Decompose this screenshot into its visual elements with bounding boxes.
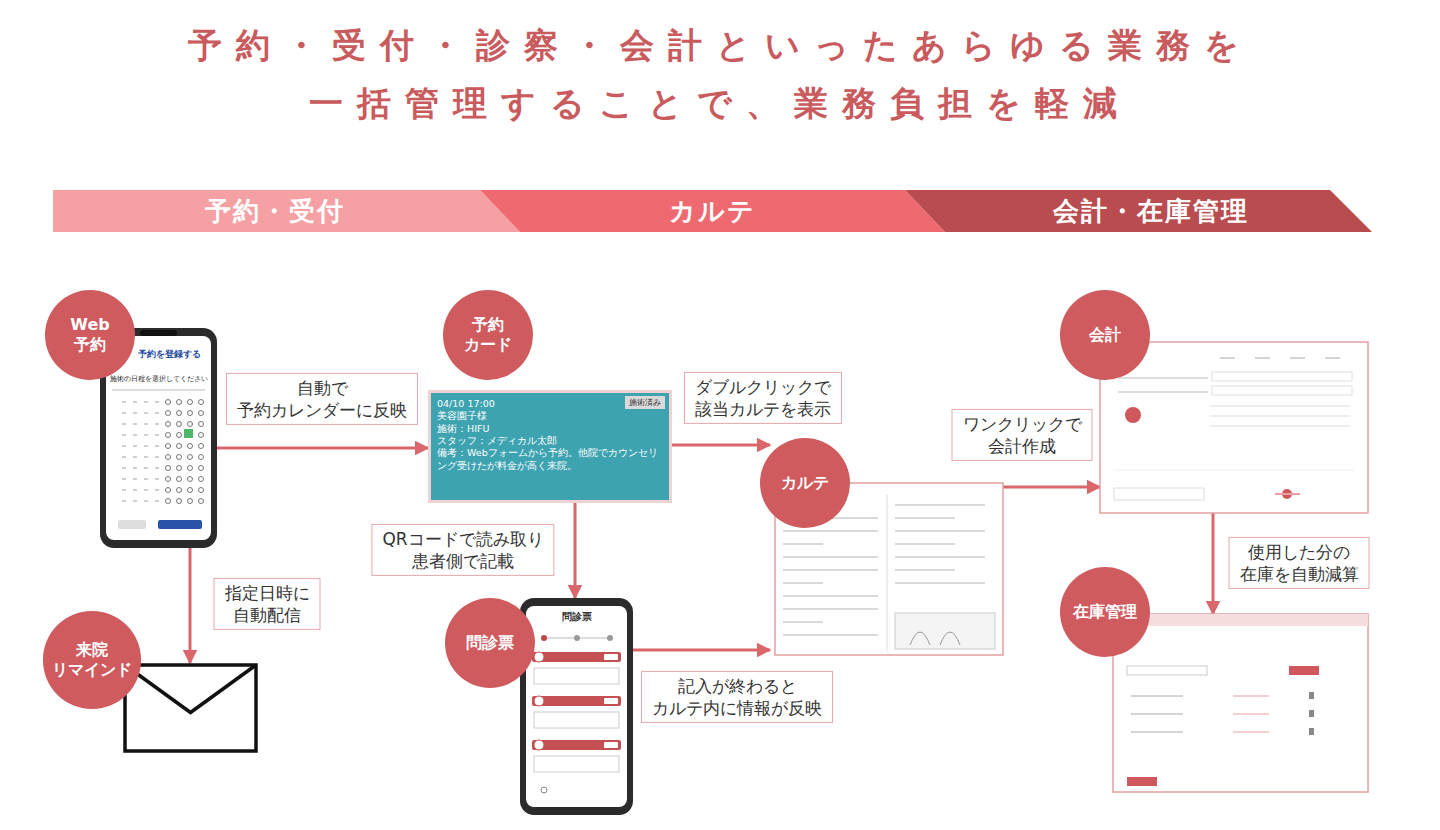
badge-circle: 来院 リマインド — [43, 611, 140, 708]
badge-circle: 在庫管理 — [1060, 567, 1150, 657]
badge-label: 予約 カード — [464, 315, 512, 355]
screen-node: 問診票問診票 — [520, 598, 633, 815]
card-text: 04/10 17:00 — [437, 398, 663, 410]
edge-label-box: ワンクリックで 会計作成 — [952, 409, 1093, 461]
edge-label: 自動で 予約カレンダーに反映 — [237, 377, 407, 421]
edge-label: 使用した分の 在庫を自動減算 — [1240, 541, 1359, 585]
screen-text-area: 施術済み — [625, 396, 665, 409]
band-label: 会計・在庫管理 — [1053, 194, 1249, 229]
badge-circle: 問診票 — [445, 598, 535, 688]
edge-label-box: 記入が終わると カルテ内に情報が反映 — [641, 671, 833, 723]
edge-label: 記入が終わると カルテ内に情報が反映 — [652, 675, 822, 719]
env-shape — [123, 663, 258, 753]
screen-text: 施術の日程を選択してください — [110, 374, 208, 384]
edge-label: 指定日時に 自動配信 — [225, 582, 310, 626]
flow-arrow — [217, 447, 428, 450]
screen-node: 来院 リマインド — [123, 663, 258, 753]
badge-label: 問診票 — [466, 633, 514, 653]
edge-label: QRコードで読み取り 患者側で記載 — [382, 528, 543, 572]
flow-arrow — [633, 649, 770, 652]
screen-text: 施術済み — [625, 396, 665, 409]
acct-shape — [1100, 342, 1368, 513]
band-label: 予約・受付 — [205, 194, 345, 229]
screen-node: Web 予約予約を登録する施術の日程を選択してください — [100, 328, 217, 548]
flow-arrow — [574, 503, 577, 598]
screen-text-area: 問診票 — [520, 610, 633, 624]
qphone-shape — [520, 598, 633, 815]
badge-circle: 会計 — [1060, 290, 1150, 380]
card-text: 施術：HIFU — [437, 423, 663, 435]
stock-shape — [1113, 614, 1368, 792]
card-text: 美容園子様 — [437, 410, 663, 422]
badge-circle: Web 予約 — [45, 290, 135, 380]
screen-node: 会計 — [1100, 342, 1368, 513]
title: 予約・受付・診察・会計といったあらゆる業務を 一括管理することで、業務負担を軽減 — [180, 16, 1260, 132]
edge-label-box: ダブルクリックで 該当カルテを表示 — [684, 372, 842, 424]
edge-label: ワンクリックで 会計作成 — [963, 413, 1082, 457]
screen-node: カルテ — [770, 438, 1003, 655]
edge-label-box: 指定日時に 自動配信 — [214, 578, 321, 630]
card-text: スタッフ：メディカル太郎 — [437, 435, 663, 447]
band-label-area: 予約・受付 — [53, 190, 520, 232]
band-label-area: 会計・在庫管理 — [905, 190, 1372, 232]
edge-label-box: 自動で 予約カレンダーに反映 — [226, 373, 418, 425]
flow-arrow — [672, 444, 770, 447]
screen-text: 問診票 — [520, 610, 633, 624]
screen-text-area: 施術の日程を選択してください — [110, 374, 208, 384]
flow-arrow — [189, 548, 192, 663]
phase-band: カルテ — [480, 190, 945, 232]
badge-label: 来院 リマインド — [52, 640, 132, 680]
phase-band: 会計・在庫管理 — [905, 190, 1372, 232]
badge-circle: 予約 カード — [443, 290, 533, 380]
badge-label: Web 予約 — [70, 315, 109, 355]
badge-label: 在庫管理 — [1073, 602, 1137, 622]
screen-node: 予約 カード施術済み04/10 17:00美容園子様施術：HIFUスタッフ：メデ… — [428, 390, 672, 503]
card-text: 備考：Webフォームから予約。他院でカウンセリング受けたが料金が高く来院。 — [437, 447, 663, 472]
flow-arrow — [1003, 486, 1100, 489]
badge-circle: カルテ — [760, 438, 850, 528]
edge-label: ダブルクリックで 該当カルテを表示 — [695, 376, 831, 420]
card-text-area: 04/10 17:00美容園子様施術：HIFUスタッフ：メディカル太郎備考：We… — [437, 398, 663, 472]
band-label-area: カルテ — [480, 190, 945, 232]
screen-text-area: 予約を登録する — [138, 348, 201, 361]
band-label: カルテ — [669, 194, 756, 229]
badge-label: 会計 — [1089, 325, 1121, 345]
badge-label: カルテ — [781, 473, 829, 493]
phase-band: 予約・受付 — [53, 190, 520, 232]
edge-label-box: QRコードで読み取り 患者側で記載 — [371, 524, 554, 576]
screen-node: 在庫管理 — [1113, 614, 1368, 792]
edge-label-box: 使用した分の 在庫を自動減算 — [1229, 537, 1370, 589]
screen-text: 予約を登録する — [138, 348, 201, 361]
flow-arrow — [1212, 513, 1215, 614]
